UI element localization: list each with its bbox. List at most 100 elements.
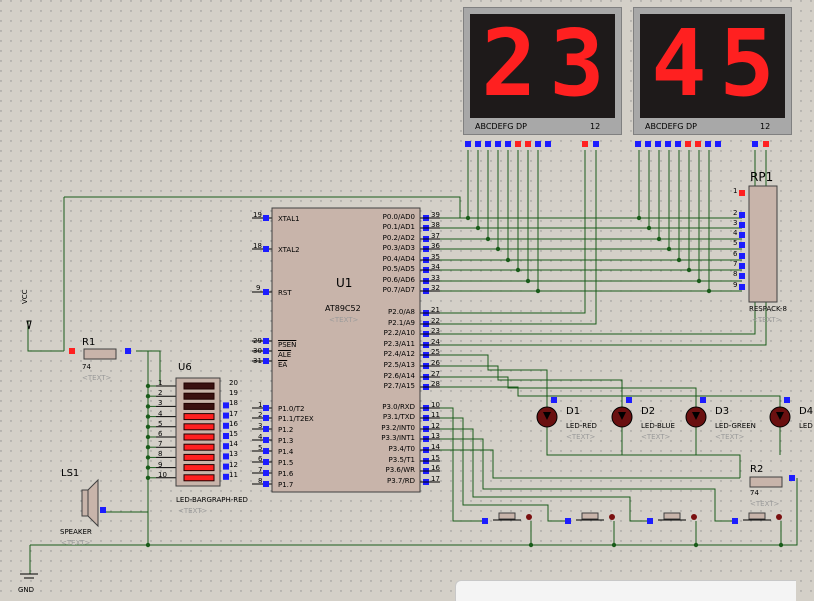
- pin-marker: [482, 518, 488, 524]
- mcu-pin-number: 30: [253, 347, 262, 355]
- bottom-popup-strip: [455, 580, 796, 601]
- junction-dot: [495, 246, 501, 252]
- junction-dot: [505, 257, 511, 263]
- mcu-pin-name: P1.7: [278, 481, 294, 489]
- led-d4-part: LED: [799, 422, 813, 430]
- mcu-pin-name: P0.5/AD5: [382, 265, 415, 273]
- wire: [440, 438, 735, 522]
- mcu-pin-name: P0.1/AD1: [382, 223, 415, 231]
- junction-dot: [515, 267, 521, 273]
- led-d2-ref: D2: [641, 406, 656, 417]
- seven-seg-display-right: 4 5 ABCDEFG DP 12: [633, 7, 792, 135]
- mcu-part: AT89C52: [325, 304, 361, 313]
- led-symbol: [618, 412, 626, 420]
- u6-pin-number: 5: [158, 419, 163, 428]
- pin-marker: [626, 397, 632, 403]
- pin-marker: [223, 402, 229, 409]
- mcu-pin-name: P1.4: [278, 448, 294, 456]
- rp1-pin-number: 4: [733, 229, 738, 237]
- u6-pin-number: 19: [229, 389, 238, 398]
- mcu-pin-name: P3.4/T0: [388, 445, 415, 453]
- pin-marker: [263, 481, 269, 487]
- pin-marker: [485, 141, 491, 147]
- mcu-pin-name: P2.2/A10: [383, 329, 415, 337]
- mcu-pin-number: 21: [431, 306, 440, 314]
- pin-marker: [223, 453, 229, 460]
- pin-marker: [263, 358, 269, 364]
- wire: [440, 376, 697, 407]
- u6-pin-number: 6: [158, 430, 163, 438]
- pushbutton-cap: [526, 514, 532, 520]
- junction-dot: [145, 475, 151, 480]
- bargraph-segment: [183, 392, 215, 400]
- pushbutton-body: [498, 512, 516, 520]
- pin-marker: [263, 426, 269, 432]
- pin-marker: [263, 246, 269, 252]
- pin-marker: [263, 215, 269, 221]
- pin-marker: [675, 141, 681, 147]
- pushbutton-cap: [609, 514, 615, 520]
- bargraph-segment: [183, 423, 215, 431]
- wire: [440, 365, 623, 407]
- pin-marker: [535, 141, 541, 147]
- u6-pin-number: 4: [158, 409, 163, 418]
- mcu-pin-name: P0.0/AD0: [382, 213, 415, 221]
- u6-pin-number: 2: [158, 389, 163, 398]
- pin-marker: [647, 518, 653, 524]
- led-d4-ref: D4: [799, 406, 814, 417]
- pin-marker: [655, 141, 661, 147]
- seg-digit-2: 3: [549, 10, 605, 117]
- junction-dot: [145, 394, 151, 399]
- mcu-pin-name: P3.1/TXD: [382, 413, 415, 421]
- u6-pin-number: 17: [229, 409, 238, 418]
- speaker-ref: LS1: [61, 468, 80, 479]
- wire: [695, 427, 741, 478]
- pin-marker: [551, 397, 557, 403]
- mcu-pin-name: P3.0/RXD: [382, 403, 415, 411]
- led-symbol: [776, 412, 784, 420]
- rp1-pin-number: 5: [733, 239, 738, 247]
- wire: [64, 196, 461, 218]
- seg-common-label: 12: [590, 122, 601, 131]
- pin-marker: [789, 475, 795, 481]
- mcu-pin-number: 39: [431, 211, 440, 219]
- u6-part: LED-BARGRAPH-RED: [176, 496, 248, 504]
- mcu-pin-name: PSEN: [278, 341, 297, 349]
- mcu-pin-name: P2.0/A8: [388, 308, 415, 316]
- bargraph-segment: [183, 413, 215, 421]
- speaker-text: <TEXT>: [61, 539, 91, 547]
- mcu-pin-number: 23: [431, 327, 440, 335]
- pin-marker: [223, 473, 229, 480]
- speaker-cone: [87, 478, 99, 528]
- pin-marker: [263, 459, 269, 465]
- rp1-pin-number: 8: [733, 270, 738, 278]
- rp1-pin-number: 6: [733, 250, 738, 258]
- pushbutton-cap: [776, 514, 782, 520]
- mcu-pin-number: 14: [431, 443, 440, 451]
- junction-dot: [145, 383, 151, 389]
- mcu-pin-name: P3.2/INT0: [381, 424, 415, 432]
- mcu-pin-name: P1.5: [278, 459, 294, 467]
- junction-dot: [778, 542, 784, 548]
- junction-dot: [145, 445, 151, 450]
- junction-dot: [686, 267, 692, 273]
- pin-marker: [739, 222, 745, 228]
- pin-marker: [545, 141, 551, 147]
- wire: [440, 417, 568, 522]
- junction-dot: [676, 257, 682, 263]
- speaker-body: [81, 489, 89, 517]
- mcu-pin-number: 3: [258, 422, 263, 430]
- resistor-r1-body: [83, 348, 117, 360]
- junction-dot: [145, 542, 151, 548]
- u6-pin-number: 13: [229, 450, 238, 459]
- pin-marker: [582, 141, 588, 147]
- u6-pin-number: 14: [229, 440, 238, 449]
- rp1-pin-number: 9: [733, 281, 738, 289]
- u6-ref: U6: [178, 362, 192, 373]
- mcu-body: [271, 207, 421, 493]
- pushbutton-body: [748, 512, 766, 520]
- mcu-pin-number: 24: [431, 338, 440, 346]
- pin-marker: [515, 141, 521, 147]
- pin-marker: [739, 263, 745, 269]
- junction-dot: [528, 542, 534, 548]
